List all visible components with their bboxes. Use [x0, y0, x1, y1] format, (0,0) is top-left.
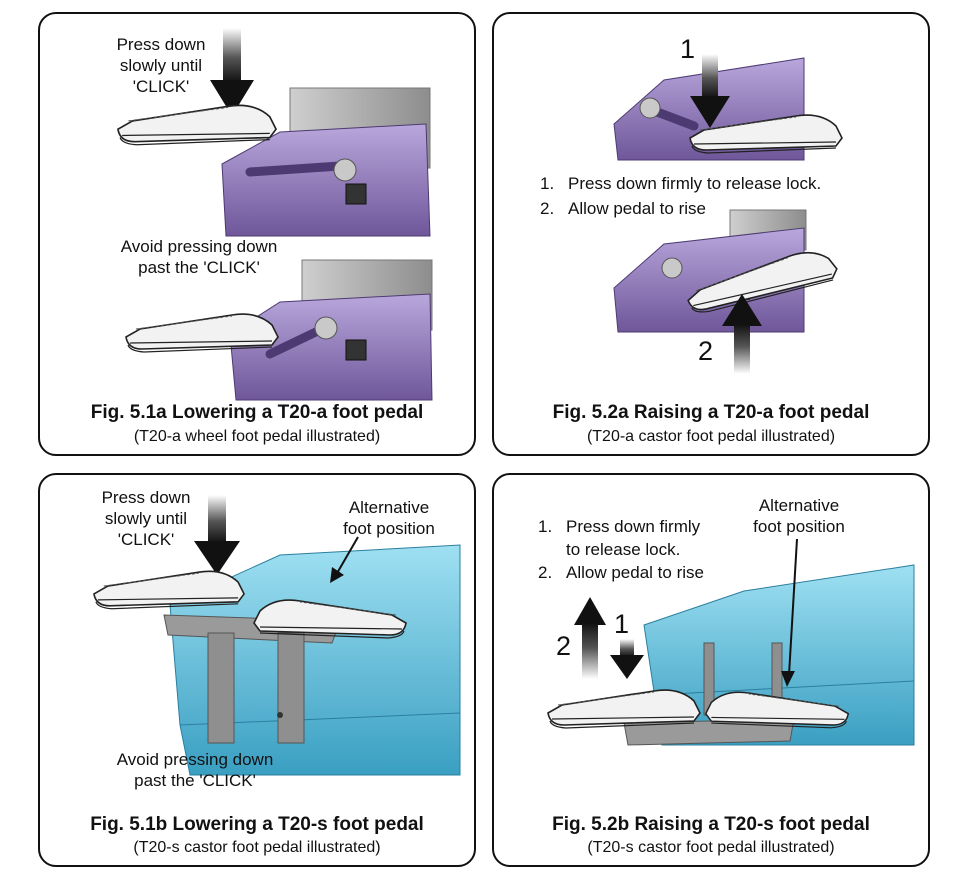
- step-item: 1.Press down firmly: [538, 517, 701, 536]
- step-marker-1: 1: [680, 34, 696, 64]
- alternative-foot-position-label: Alternative foot position: [343, 498, 435, 538]
- avoid-pressing-warning: Avoid pressing down past the 'CLICK': [120, 237, 278, 277]
- caption-title: Fig. 5.2b Raising a T20-s foot pedal: [552, 814, 870, 835]
- down-arrow-step-1: [690, 54, 730, 128]
- caption-title: Fig. 5.1b Lowering a T20-s foot pedal: [90, 814, 424, 835]
- down-arrow-top: [210, 28, 254, 116]
- pointer-arrow: [781, 538, 798, 687]
- panel-fig-5-2a: 1 1.Press down firmly to release lock. 2…: [492, 12, 930, 456]
- step-item: 2.Allow pedal to rise: [540, 199, 706, 218]
- shoe-top: [117, 104, 277, 146]
- raising-steps-list: 1.Press down firmly to release lock. 2.A…: [540, 171, 821, 221]
- shoe-primary-position: [93, 570, 245, 610]
- t20a-pedal-unit-bottom: [229, 259, 433, 401]
- panel-fig-5-1b: Press down slowly until 'CLICK' Alternat…: [38, 473, 476, 867]
- step-item: to release lock.: [566, 540, 681, 559]
- up-arrow-step-2: [574, 597, 606, 679]
- pointer-arrow: [330, 536, 359, 583]
- press-down-instruction: Press down slowly until 'CLICK': [101, 488, 191, 549]
- step-marker-1: 1: [614, 609, 630, 639]
- caption-subtitle: (T20-a castor foot pedal illustrated): [586, 428, 836, 445]
- down-arrow: [194, 495, 240, 575]
- down-arrow-step-1: [610, 639, 644, 679]
- press-down-instruction: Press down slowly until 'CLICK': [116, 35, 206, 96]
- t20s-lowering-illustration: [93, 495, 461, 776]
- panel-fig-5-2b: 1.Press down firmly to release lock. 2.A…: [492, 473, 930, 867]
- step-marker-2: 2: [698, 336, 714, 366]
- caption-title: Fig. 5.1a Lowering a T20-a foot pedal: [90, 402, 424, 423]
- t20s-pedal-unit: [623, 564, 915, 746]
- t20a-raising-illustration: [613, 54, 843, 374]
- t20a-pedal-unit-top: [221, 87, 431, 237]
- alternative-foot-position-label: Alternative foot position: [753, 496, 845, 536]
- step-item: 1.Press down firmly to release lock.: [540, 174, 822, 193]
- step-marker-2: 2: [556, 631, 572, 661]
- caption-subtitle: (T20-s castor foot pedal illustrated): [587, 839, 835, 856]
- panel-fig-5-1a: Press down slowly until 'CLICK' Avoid pr…: [38, 12, 476, 456]
- raising-steps-list: 1.Press down firmly to release lock. 2.A…: [538, 515, 704, 584]
- t20a-pedal-unit-bottom: [613, 209, 807, 333]
- shoe-bottom: [125, 313, 279, 353]
- caption-subtitle: (T20-a wheel foot pedal illustrated): [133, 428, 381, 445]
- shoe-primary-position: [547, 689, 701, 729]
- up-arrow-step-2: [722, 294, 762, 374]
- caption-subtitle: (T20-s castor foot pedal illustrated): [133, 839, 381, 856]
- step-item: 2.Allow pedal to rise: [538, 563, 704, 582]
- t20a-lowering-illustration: [117, 28, 433, 401]
- avoid-pressing-warning: Avoid pressing down past the 'CLICK': [116, 750, 274, 790]
- t20s-raising-illustration: [547, 538, 915, 746]
- caption-title: Fig. 5.2a Raising a T20-a foot pedal: [552, 402, 870, 423]
